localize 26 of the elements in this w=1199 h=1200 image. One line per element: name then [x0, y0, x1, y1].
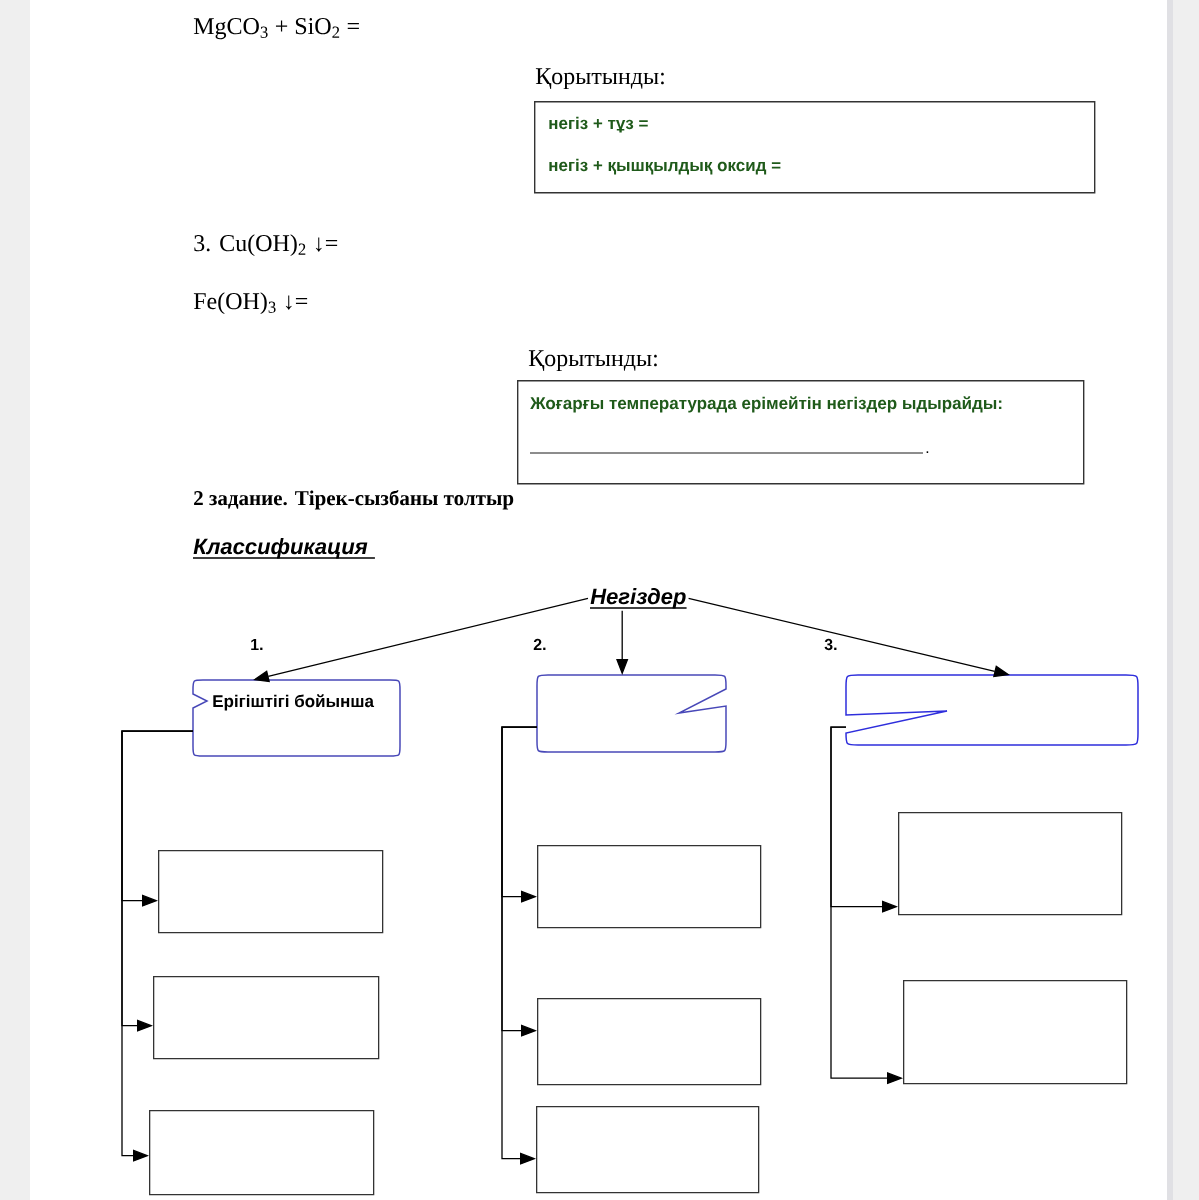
item-number: 3.: [824, 638, 837, 651]
section-heading: Классификация: [192, 538, 376, 559]
arrow: [121, 730, 194, 1162]
answer-box: [903, 980, 1128, 1085]
equation: Fe(OH)$_{3}$ ↓=: [193, 292, 308, 315]
task-heading: 2 задание. Тірек-сызбаны толтыр: [194, 490, 514, 510]
answer-box: [158, 850, 384, 934]
period-mark: .: [926, 451, 929, 453]
arrow: [501, 726, 538, 1165]
prompt-text: негіз + тұз =: [549, 116, 648, 133]
criterion-text: Ерігіштігі бойынша: [213, 694, 375, 711]
prompt-text: негіз + қышқылдық оксид =: [549, 158, 781, 175]
answer-box: [537, 845, 762, 929]
answer-box: [149, 1110, 375, 1196]
conclusion-heading: Қорытынды:: [528, 350, 657, 372]
answer-box: [537, 998, 762, 1086]
conclusion-heading: Қорытынды:: [535, 68, 664, 90]
prompt-text: Жоғарғы температурада ерімейтін негіздер ыдырайды:: [530, 396, 1002, 413]
heading-text: Негіздер: [589, 588, 688, 609]
answer-box: [898, 812, 1123, 916]
equation: 3. Cu(OH)$_{2}$ ↓=: [194, 234, 338, 257]
item-number: 2.: [533, 638, 546, 650]
item-number: 1.: [251, 639, 263, 650]
answer-box: [153, 976, 380, 1060]
answer-box: [536, 1106, 760, 1194]
equation: MgCO$_{3}$ + SiO$_{2}$ =: [193, 18, 359, 40]
